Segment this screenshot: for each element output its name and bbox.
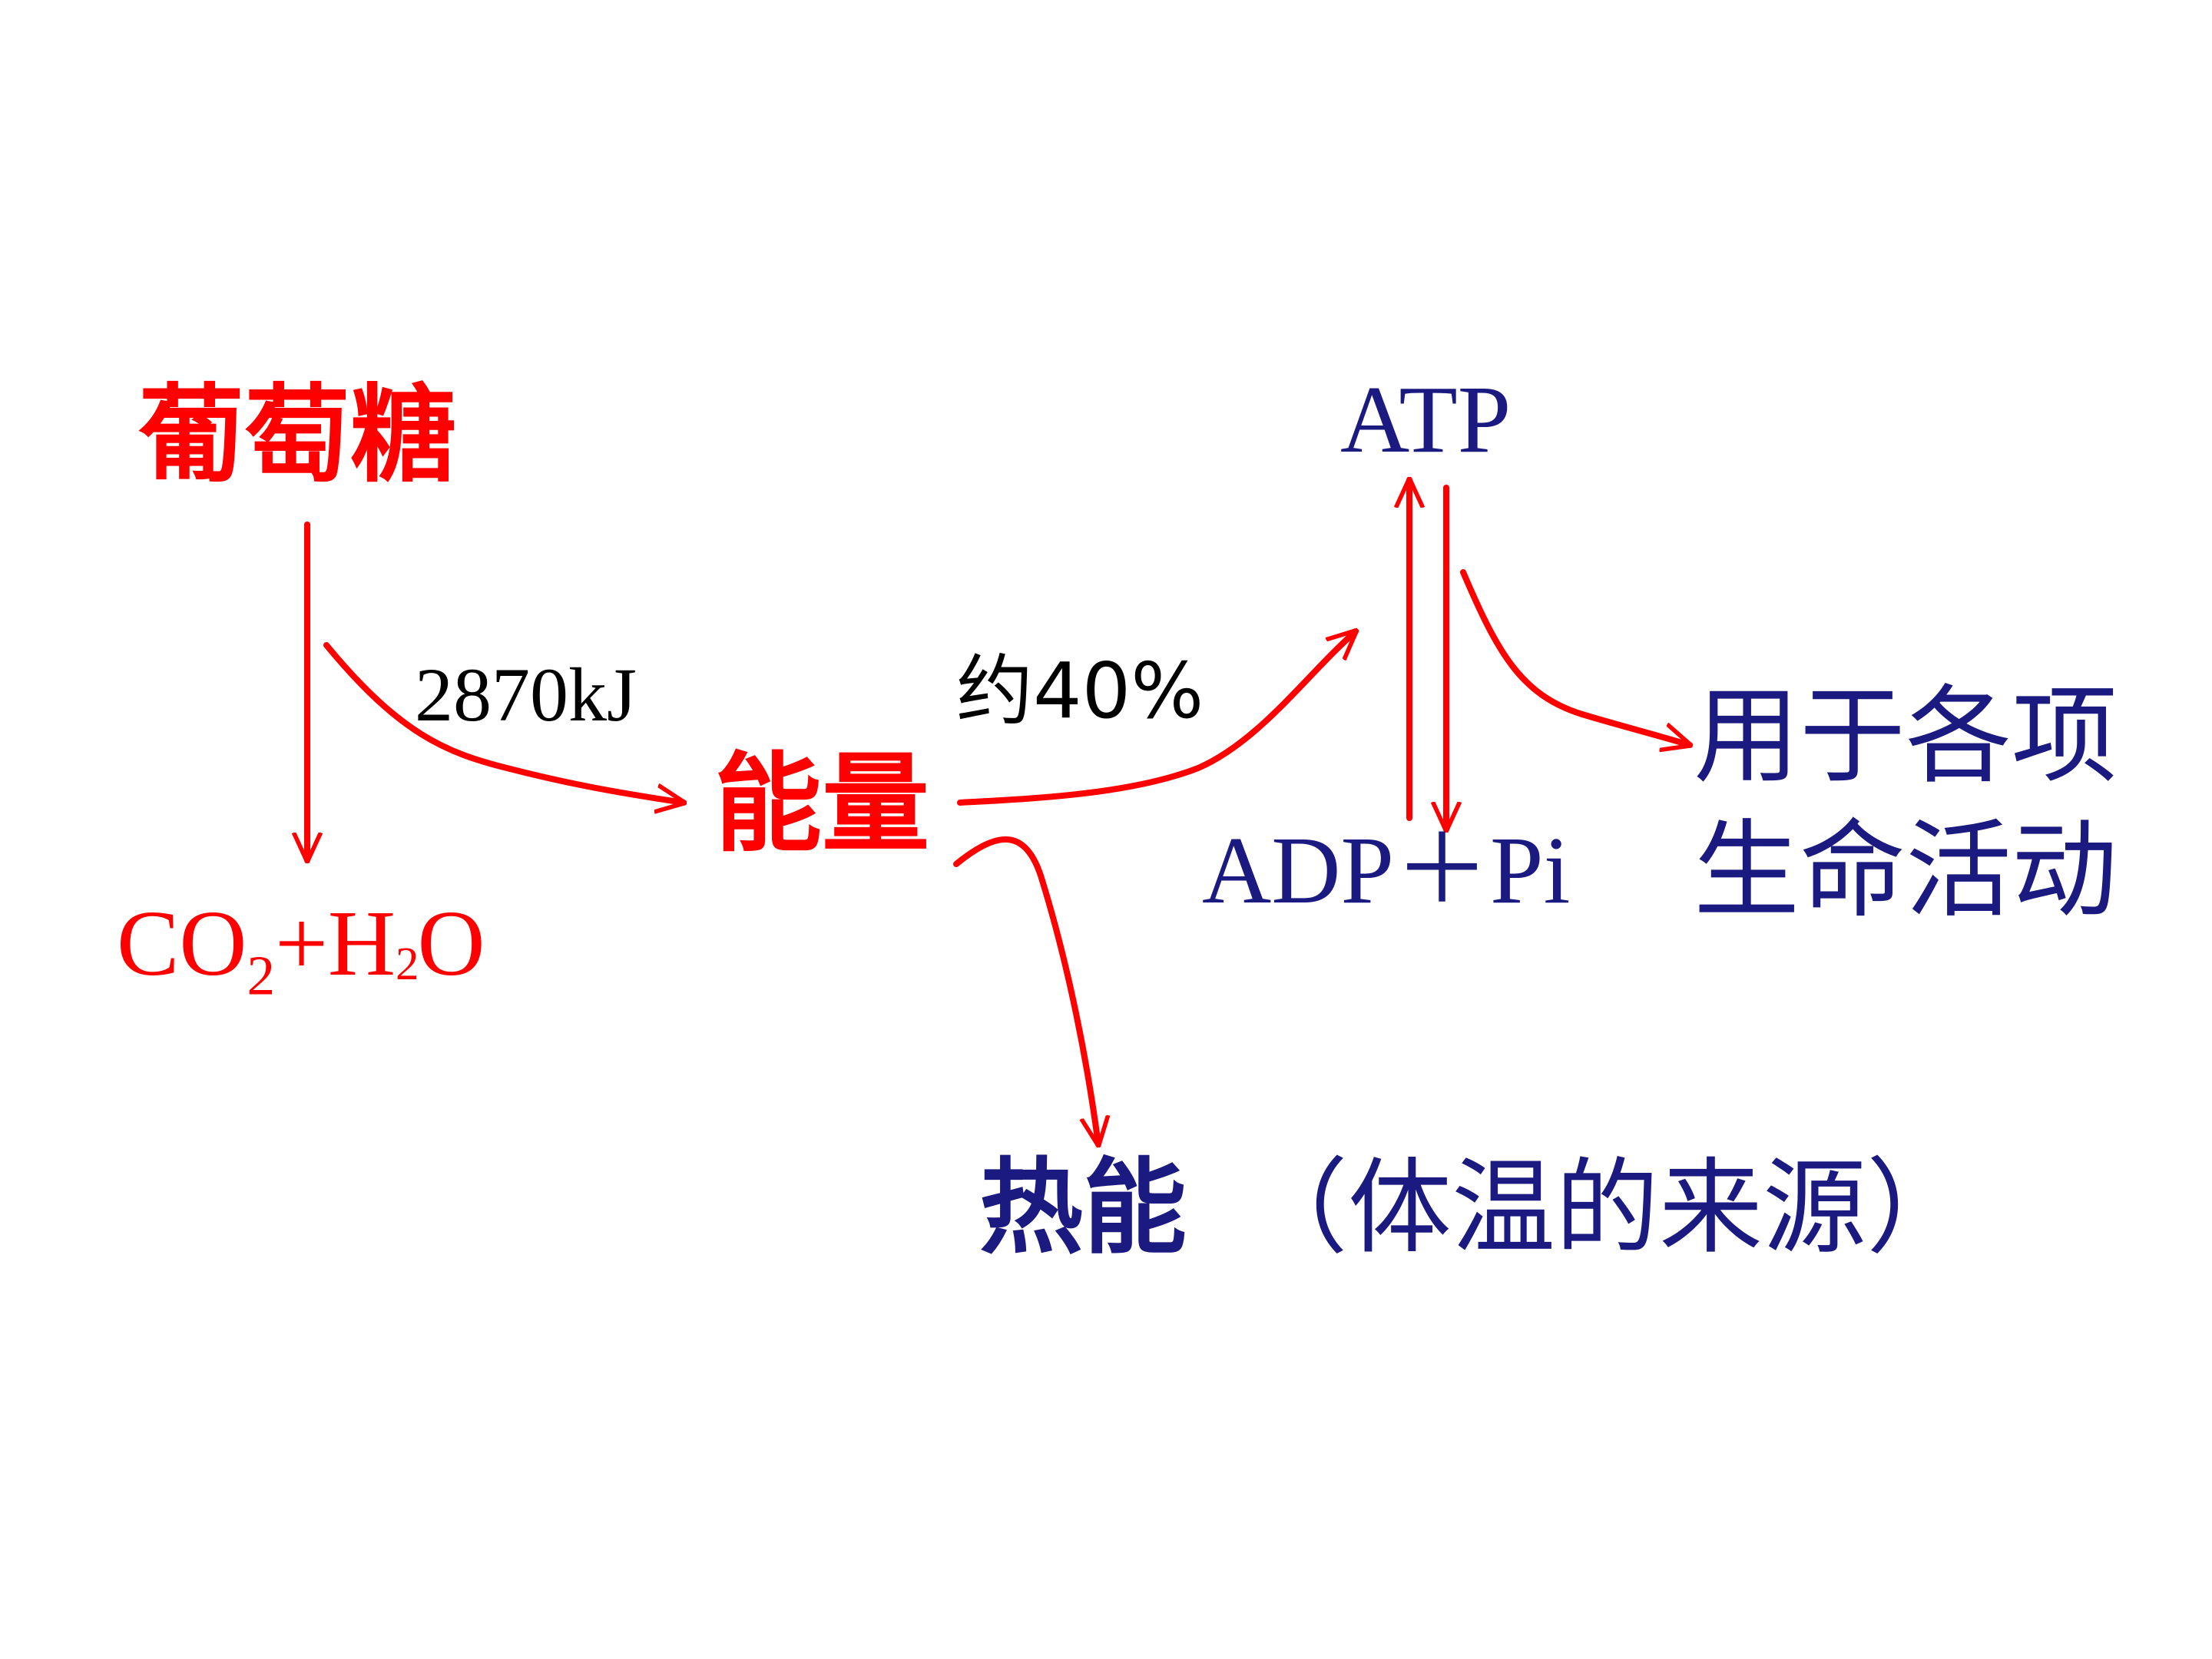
- arrow-energy-to-heat: [953, 836, 1098, 1144]
- arrow-energy-to-atp: [957, 631, 1356, 806]
- arrow-atp-to-life-activities: [1460, 569, 1690, 745]
- co-text: CO: [117, 892, 247, 995]
- atp-label: ATP: [1340, 367, 1512, 473]
- co2-h2o-label: CO2+H2O: [117, 897, 485, 1004]
- glucose-label: 葡萄糖: [138, 373, 457, 497]
- heat-note-label: （体温的来源）: [1244, 1147, 1970, 1268]
- life-activities-line1: 用于各项: [1694, 674, 2118, 798]
- co2-subscript: 2: [247, 944, 276, 1007]
- atp-fraction-label: 约40%: [956, 646, 1204, 736]
- life-activities-line2: 生命活动: [1694, 809, 2118, 932]
- heat-label: 热能: [979, 1147, 1187, 1268]
- o-text: O: [417, 892, 485, 995]
- energy-label: 能量: [714, 742, 930, 867]
- arrow-glucose-to-energy: [323, 642, 684, 803]
- plus-h-text: +H: [275, 892, 396, 995]
- adp-pi-label: ADP＋Pi: [1202, 818, 1571, 924]
- h2-subscript: 2: [396, 939, 419, 991]
- total-energy-label: 2870kJ: [415, 652, 637, 737]
